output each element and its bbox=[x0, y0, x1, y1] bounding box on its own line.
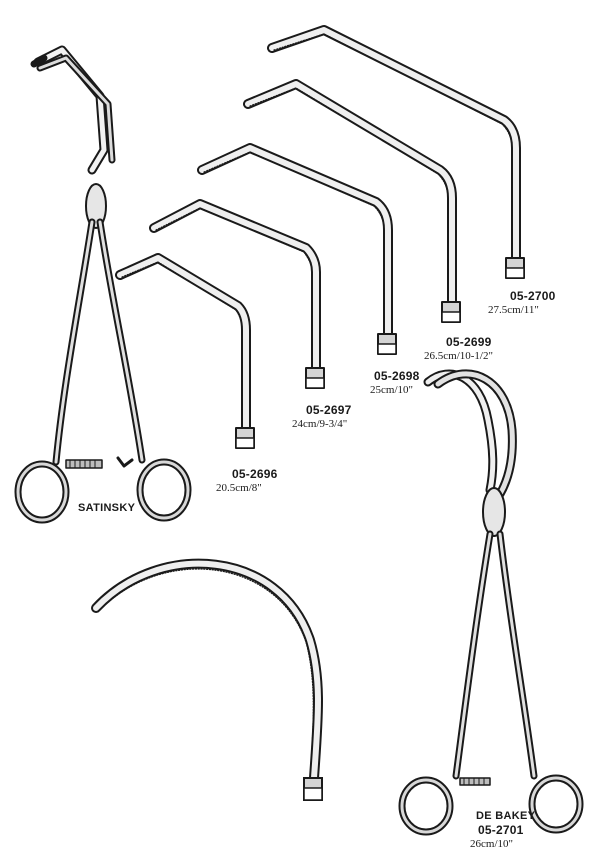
size-05-2699: 26.5cm/10-1/2" bbox=[424, 350, 493, 362]
debakey-clamp-illustration bbox=[398, 369, 584, 836]
size-05-2698: 25cm/10" bbox=[370, 384, 413, 396]
label-satinsky: SATINSKY bbox=[78, 502, 136, 514]
code-05-2696: 05-2696 bbox=[232, 467, 278, 481]
code-05-2699: 05-2699 bbox=[446, 335, 492, 349]
curved-jaw-blade bbox=[91, 558, 323, 801]
blade-05-2696 bbox=[115, 253, 255, 449]
code-05-2700: 05-2700 bbox=[510, 289, 556, 303]
blade-05-2699 bbox=[243, 79, 461, 323]
size-05-2700: 27.5cm/11" bbox=[488, 304, 539, 316]
satinsky-clamp-illustration bbox=[14, 45, 192, 524]
code-05-2697: 05-2697 bbox=[306, 403, 352, 417]
size-05-2696: 20.5cm/8" bbox=[216, 482, 262, 494]
code-05-2701: 05-2701 bbox=[478, 823, 524, 837]
label-debakey: DE BAKEY bbox=[476, 810, 536, 822]
blade-05-2698 bbox=[197, 143, 397, 355]
blade-05-2697 bbox=[149, 199, 325, 389]
size-05-2701: 26cm/10" bbox=[470, 838, 513, 850]
code-05-2698: 05-2698 bbox=[374, 369, 420, 383]
size-05-2697: 24cm/9-3/4" bbox=[292, 418, 348, 430]
blade-05-2700 bbox=[267, 25, 525, 279]
